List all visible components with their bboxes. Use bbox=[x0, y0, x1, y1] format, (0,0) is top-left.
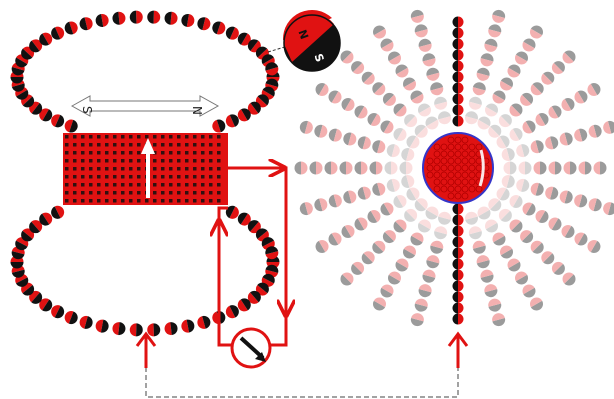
coil-cross-section bbox=[422, 132, 494, 204]
circuit-wires bbox=[219, 168, 286, 347]
compass-south-label: S bbox=[311, 52, 326, 64]
arrow-south-label: S bbox=[80, 106, 94, 114]
arrow-north-label: N bbox=[190, 106, 204, 115]
field-pattern bbox=[294, 9, 614, 327]
wire-cross-section-column bbox=[452, 16, 464, 325]
wire-loops bbox=[10, 10, 280, 337]
magnet-direction-arrow: S N bbox=[70, 95, 220, 117]
connection-line bbox=[135, 331, 469, 398]
galvanometer-icon bbox=[230, 327, 272, 369]
compass-needle-icon: N S bbox=[267, 9, 341, 72]
compass-north-label: N bbox=[295, 28, 310, 41]
arrow-up-icon bbox=[141, 138, 155, 198]
